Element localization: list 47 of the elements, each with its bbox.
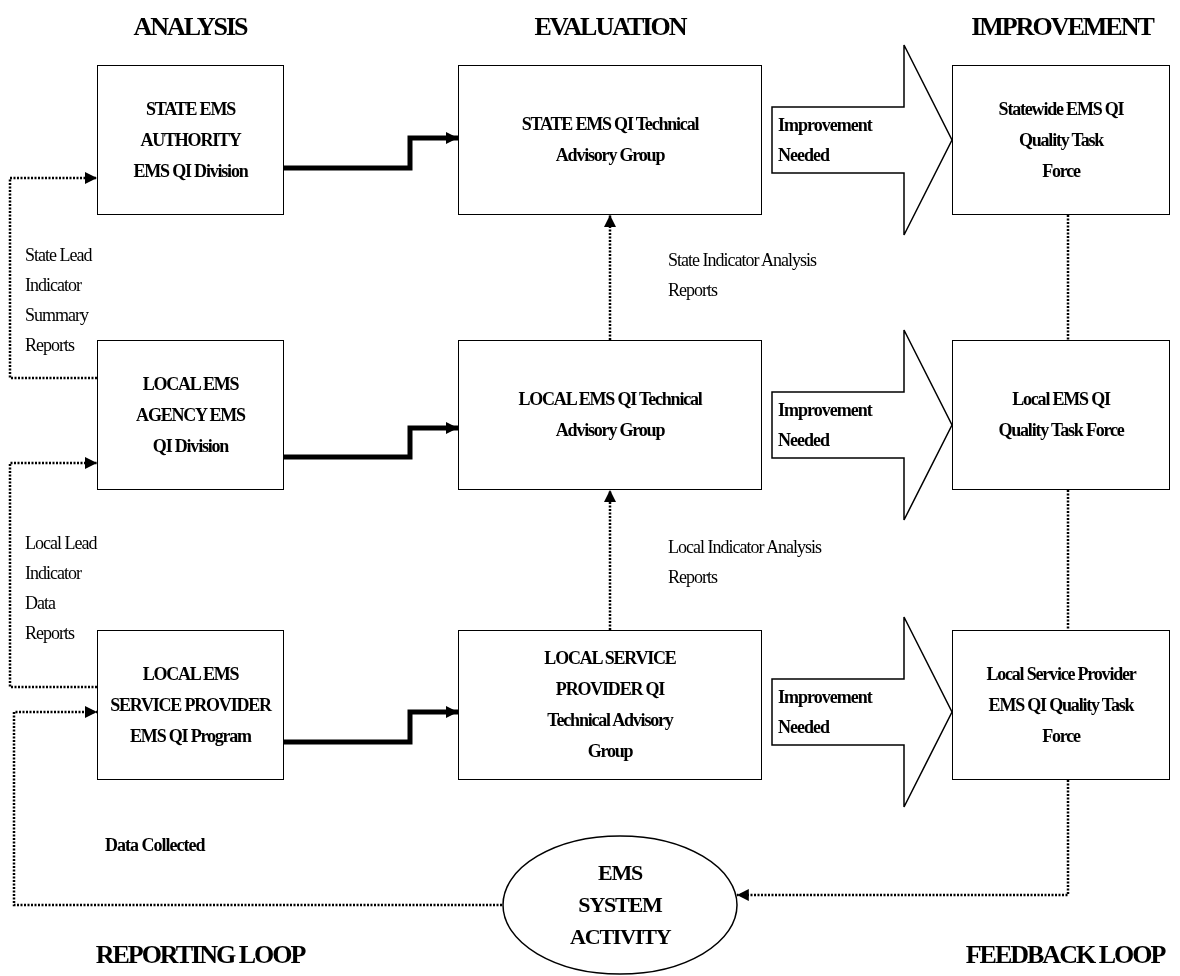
section-heading: REPORTING LOOP: [95, 940, 305, 970]
step-arrow: [284, 422, 458, 460]
edge-label: State Indicator Analysis Reports: [668, 249, 818, 302]
box-text: LOCAL EMS QI Technical Advisory Group: [517, 388, 704, 442]
process-box: [97, 65, 284, 215]
dotted-arrow: [8, 172, 97, 380]
box-text: LOCAL EMS AGENCY EMS QI Division: [135, 372, 247, 458]
section-heading: FEEDBACK LOOP: [965, 940, 1165, 970]
box-text: LOCAL EMS SERVICE PROVIDER EMS QI Program: [109, 662, 273, 748]
box-text: Local Service Provider EMS QI Quality Task Force: [985, 662, 1138, 748]
process-box: [952, 630, 1170, 780]
step-arrow: [284, 132, 458, 171]
section-heading: ANALYSIS: [133, 12, 247, 42]
process-box: [952, 340, 1170, 490]
dotted-line: [1066, 215, 1070, 340]
box-text: Statewide EMS QI Quality Task Force: [998, 97, 1124, 183]
edge-label: Local Indicator Analysis Reports: [668, 536, 823, 589]
activity-ellipse: [502, 835, 738, 975]
block-arrow: [771, 616, 953, 808]
edge-label: State Lead Indicator Summary Reports: [25, 244, 93, 357]
section-heading: IMPROVEMENT: [971, 12, 1153, 42]
process-box: [97, 630, 284, 780]
dotted-arrow: [8, 457, 97, 689]
dotted-line: [1066, 490, 1070, 630]
dotted-arrow: [604, 215, 616, 340]
process-box: [458, 340, 762, 490]
block-arrow: [771, 329, 953, 521]
box-text: Local EMS QI Quality Task Force: [997, 388, 1126, 442]
edge-label: Data Collected: [105, 834, 206, 857]
edge-label: Improvement Needed: [778, 686, 874, 739]
edge-label: Improvement Needed: [778, 399, 874, 452]
box-text: STATE EMS QI Technical Advisory Group: [520, 113, 700, 167]
dotted-arrow: [604, 490, 616, 630]
section-heading: EVALUATION: [534, 12, 686, 42]
dotted-arrow: [736, 780, 1070, 901]
block-arrow: [771, 44, 953, 236]
box-text: EMS SYSTEM ACTIVITY: [570, 859, 670, 951]
edge-label: Local Lead Indicator Data Reports: [25, 532, 97, 645]
process-box: [458, 630, 762, 780]
process-box: [97, 340, 284, 490]
dotted-arrow: [12, 706, 502, 907]
process-box: [458, 65, 762, 215]
edge-label: Improvement Needed: [778, 114, 874, 167]
step-arrow: [284, 706, 458, 745]
box-text: STATE EMS AUTHORITY EMS QI Division: [132, 97, 250, 183]
box-text: LOCAL SERVICE PROVIDER QI Technical Advisory Group: [543, 647, 677, 763]
process-box: [952, 65, 1170, 215]
